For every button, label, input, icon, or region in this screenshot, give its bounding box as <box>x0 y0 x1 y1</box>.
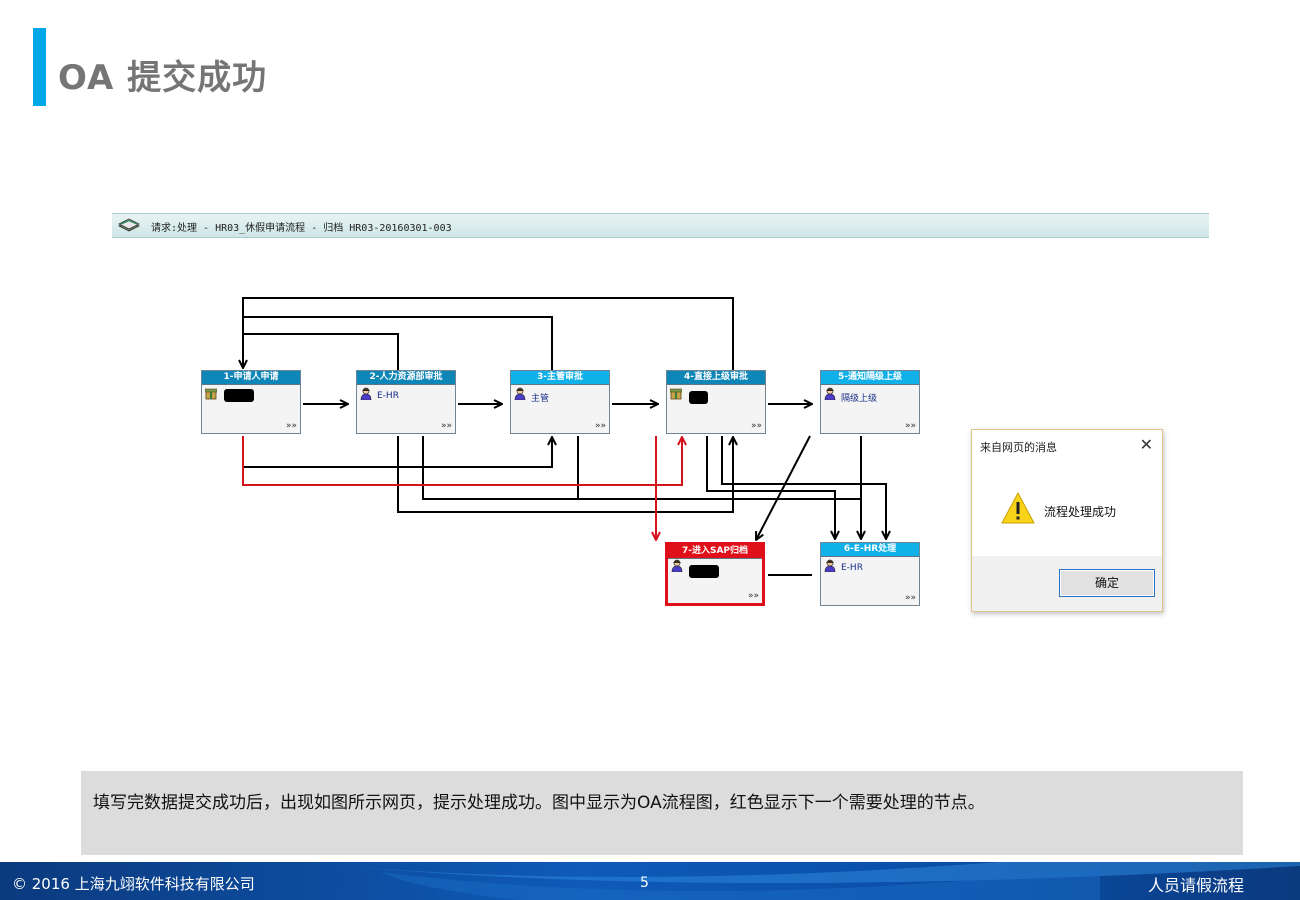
gift-icon <box>205 388 217 400</box>
user-icon <box>514 387 526 400</box>
ok-button[interactable]: 确定 <box>1059 569 1155 597</box>
node-assignee: E-HR <box>841 563 863 573</box>
user-icon <box>671 559 683 572</box>
connector-n5-to-n7 <box>756 435 811 540</box>
more-indicator[interactable]: »» <box>594 421 606 431</box>
flow-node-3[interactable]: 3-主管审批 主管 »» <box>510 370 610 434</box>
connector-n2-to-n6 <box>422 436 861 500</box>
node-title: 3-主管审批 <box>511 371 609 385</box>
node-title: 7-进入SAP归档 <box>668 545 762 559</box>
dialog-title: 来自网页的消息 <box>980 441 1057 454</box>
caption-text: 填写完数据提交成功后，出现如图所示网页，提示处理成功。图中显示为OA流程图，红色… <box>93 793 985 813</box>
node-title: 4-直接上级审批 <box>667 371 765 385</box>
title-accent-bar <box>33 28 46 106</box>
connector-n3-to-n1 <box>243 316 553 370</box>
more-indicator[interactable]: »» <box>747 591 759 601</box>
books-icon <box>118 218 140 232</box>
page-title: OA 提交成功 <box>58 58 268 98</box>
warning-icon <box>1001 492 1035 524</box>
active-connector-n1-to-n4 <box>242 436 682 486</box>
node-assignee: 主管 <box>531 394 550 404</box>
flow-node-2[interactable]: 2-人力资源部审批 E-HR »» <box>356 370 456 434</box>
message-dialog: 来自网页的消息 ✕ 流程处理成功 确定 <box>971 429 1163 612</box>
page-number: 5 <box>640 875 649 891</box>
redacted-name <box>224 389 254 402</box>
more-indicator[interactable]: »» <box>440 421 452 431</box>
close-icon[interactable]: ✕ <box>1139 435 1153 454</box>
dialog-message: 流程处理成功 <box>1044 505 1117 519</box>
user-icon <box>360 387 372 400</box>
flow-node-5[interactable]: 5-通知隔级上级 隔级上级 »» <box>820 370 920 434</box>
redacted-name <box>689 391 708 404</box>
flow-node-7-active[interactable]: 7-进入SAP归档 »» <box>665 542 765 606</box>
node-title: 1-申请人申请 <box>202 371 300 385</box>
flow-node-6[interactable]: 6-E-HR处理 E-HR »» <box>820 542 920 606</box>
node-assignee: E-HR <box>377 391 399 401</box>
request-header-bar: 请求:处理 - HR03_休假申请流程 - 归档 HR03-20160301-0… <box>112 213 1209 238</box>
node-title: 5-通知隔级上级 <box>821 371 919 385</box>
more-indicator[interactable]: »» <box>285 421 297 431</box>
gift-icon <box>670 388 682 400</box>
request-title: 请求:处理 - HR03_休假申请流程 - 归档 HR03-20160301-0… <box>151 223 452 234</box>
node-title: 2-人力资源部审批 <box>357 371 455 385</box>
user-icon <box>824 559 836 572</box>
connector-n2-to-n4 <box>397 436 733 513</box>
flow-node-1[interactable]: 1-申请人申请 »» <box>201 370 301 434</box>
footer-topic: 人员请假流程 <box>1147 876 1244 895</box>
connector-n4-to-n6-a <box>706 436 835 539</box>
node-assignee: 隔级上级 <box>841 394 878 404</box>
dialog-footer: 确定 <box>972 556 1162 611</box>
connector-n2-to-n1 <box>243 333 399 370</box>
footer-swoosh-decoration <box>300 862 1300 900</box>
redacted-name <box>689 565 719 578</box>
caption-box: 填写完数据提交成功后，出现如图所示网页，提示处理成功。图中显示为OA流程图，红色… <box>81 771 1243 855</box>
user-icon <box>824 387 836 400</box>
footer-bar: © 2016 上海九翊软件科技有限公司 5 人员请假流程 <box>0 862 1300 900</box>
connector-n4-to-n6-b <box>721 436 886 539</box>
more-indicator[interactable]: »» <box>904 593 916 603</box>
more-indicator[interactable]: »» <box>904 421 916 431</box>
flow-node-4[interactable]: 4-直接上级审批 »» <box>666 370 766 434</box>
more-indicator[interactable]: »» <box>750 421 762 431</box>
node-title: 6-E-HR处理 <box>821 543 919 557</box>
copyright-text: © 2016 上海九翊软件科技有限公司 <box>12 875 255 893</box>
